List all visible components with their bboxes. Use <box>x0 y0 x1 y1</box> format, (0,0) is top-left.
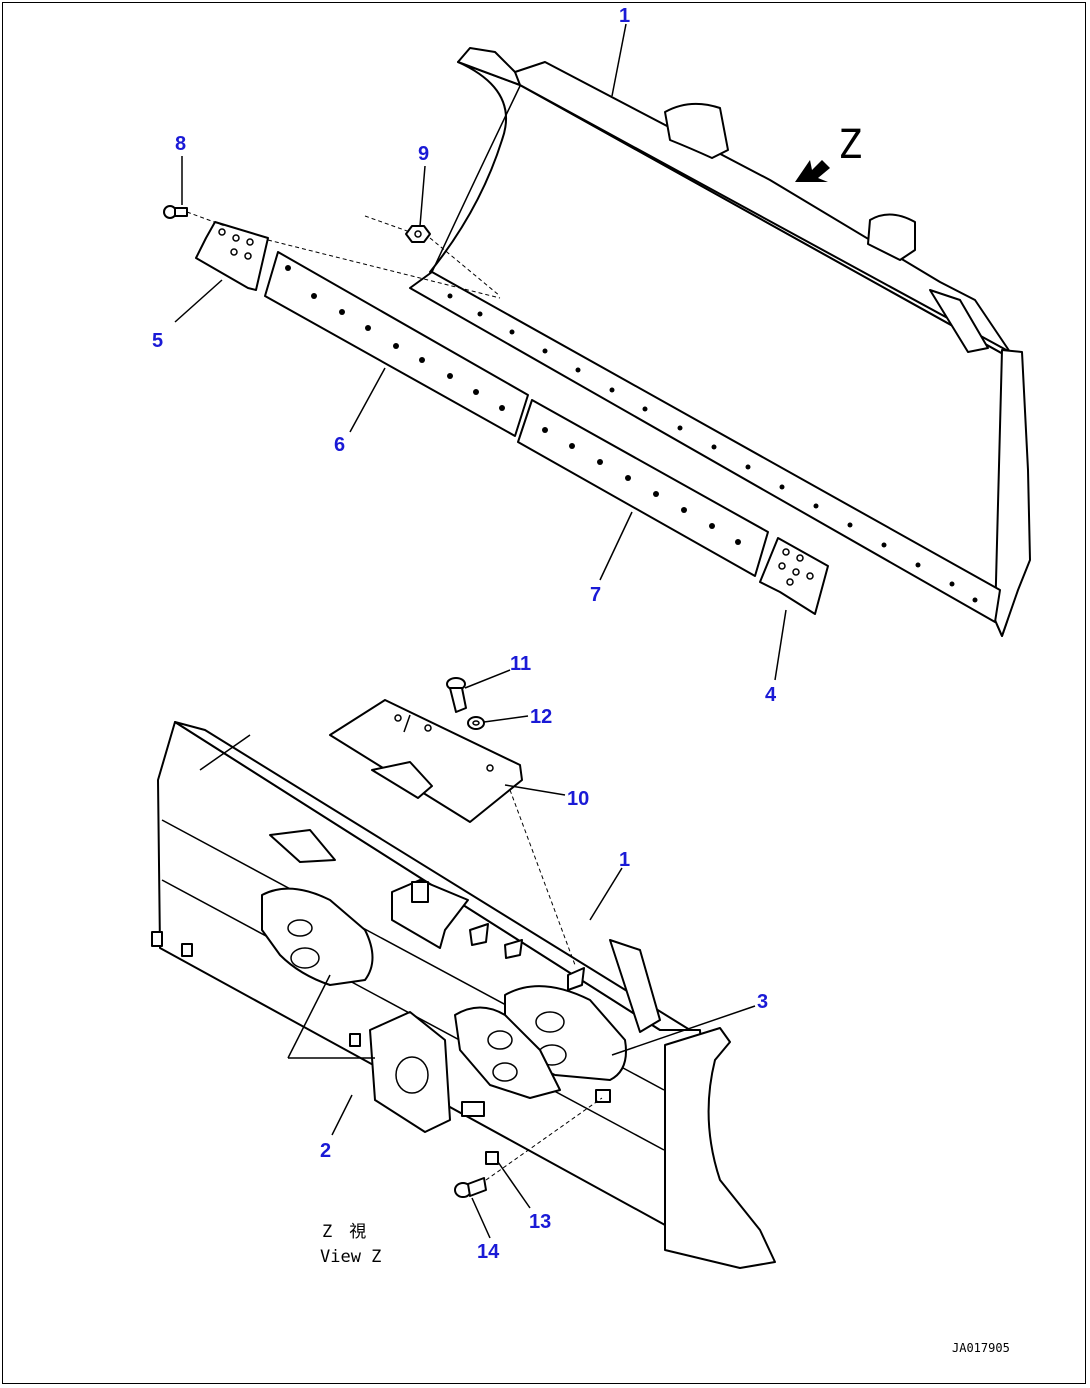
blade-foot <box>181 943 193 957</box>
center-block-post <box>411 881 429 903</box>
bolt-14 <box>454 1177 487 1198</box>
blade-rear-frame <box>514 61 1011 353</box>
rear-gusset-mid <box>609 939 661 1033</box>
bolt-11 <box>446 677 467 713</box>
callout-7: 7 <box>590 584 601 606</box>
leader-lines <box>174 23 787 1239</box>
trunnion-bracket-center <box>454 1006 561 1099</box>
nut-9 <box>405 225 431 243</box>
assembly-line <box>509 789 576 966</box>
reference-line <box>287 974 331 1059</box>
assembly-line <box>364 215 411 233</box>
blade-foot <box>349 1033 361 1047</box>
rear-gusset-left <box>269 829 336 863</box>
callout-5: 5 <box>152 330 163 352</box>
cutting-edge-holes <box>447 293 978 603</box>
rear-bracket-left <box>664 102 729 159</box>
slot <box>504 939 523 959</box>
assembly-line <box>485 1097 603 1181</box>
assembly-line <box>429 237 501 297</box>
rear-panel-line <box>199 734 251 771</box>
assembly-line <box>267 239 501 299</box>
callout-11: 11 <box>510 653 531 675</box>
callout-12: 12 <box>530 706 552 728</box>
blade-foot <box>151 931 163 947</box>
pad <box>595 1089 611 1103</box>
callout-9: 9 <box>418 143 429 165</box>
slot <box>567 967 585 991</box>
slot <box>469 923 489 946</box>
blade-right-end-plate <box>994 349 1031 637</box>
drawing-code: JA017905 <box>952 1341 1010 1355</box>
rear-bracket-right <box>867 213 916 261</box>
end-bit-left <box>195 221 269 291</box>
cutting-edge-right <box>517 399 769 577</box>
rear-top-edge <box>174 721 691 1031</box>
view-caption-en: View Z <box>320 1247 381 1267</box>
bolt-8 <box>163 205 188 219</box>
washer-13 <box>485 1151 499 1165</box>
callout-3: 3 <box>757 991 768 1013</box>
view-arrow-label: Z <box>838 122 862 168</box>
callout-10: 10 <box>567 788 589 810</box>
pad <box>461 1101 485 1117</box>
callout-2: 2 <box>320 1140 331 1162</box>
blade-rear-assembly <box>151 721 776 1269</box>
callout-13: 13 <box>529 1211 551 1233</box>
callout-14: 14 <box>477 1241 500 1263</box>
rear-gusset <box>929 289 989 353</box>
callout-6: 6 <box>334 434 345 456</box>
rear-right-end <box>664 1027 776 1269</box>
callout-4: 4 <box>765 684 777 706</box>
washer-12 <box>467 716 485 730</box>
callout-1-upper: 1 <box>619 5 630 27</box>
moldboard-curve-line <box>431 85 521 273</box>
view-z-arrow: Z <box>795 122 862 182</box>
cutting-edge-bar <box>409 271 1001 623</box>
callout-8: 8 <box>175 133 186 155</box>
trunnion-bracket-left <box>261 887 374 986</box>
callout-1-lower: 1 <box>619 849 630 871</box>
cover-plate-10 <box>329 699 523 823</box>
view-caption-jp: Z 視 <box>322 1222 366 1242</box>
cutting-edge-left <box>264 251 529 437</box>
end-bit-right <box>759 537 829 615</box>
blade-front-assembly <box>409 47 1031 637</box>
